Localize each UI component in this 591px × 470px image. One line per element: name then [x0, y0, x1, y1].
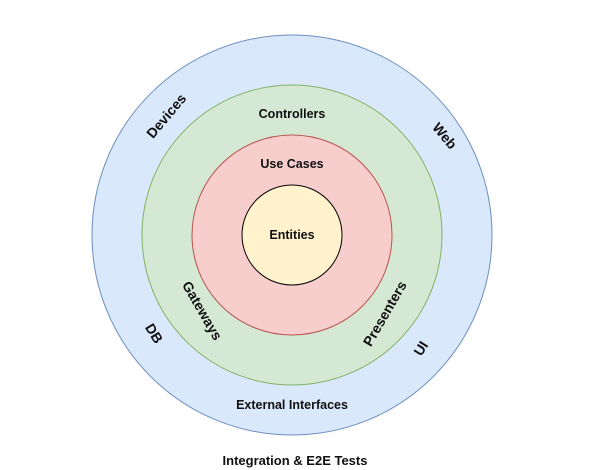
controllers-label: Controllers: [259, 107, 326, 121]
entities-label: Entities: [269, 228, 314, 242]
use-cases-label: Use Cases: [260, 157, 323, 171]
core-entities-circle[interactable]: [241, 184, 343, 286]
diagram-caption: Integration & E2E Tests: [223, 453, 368, 468]
external-interfaces-label: External Interfaces: [236, 398, 348, 412]
